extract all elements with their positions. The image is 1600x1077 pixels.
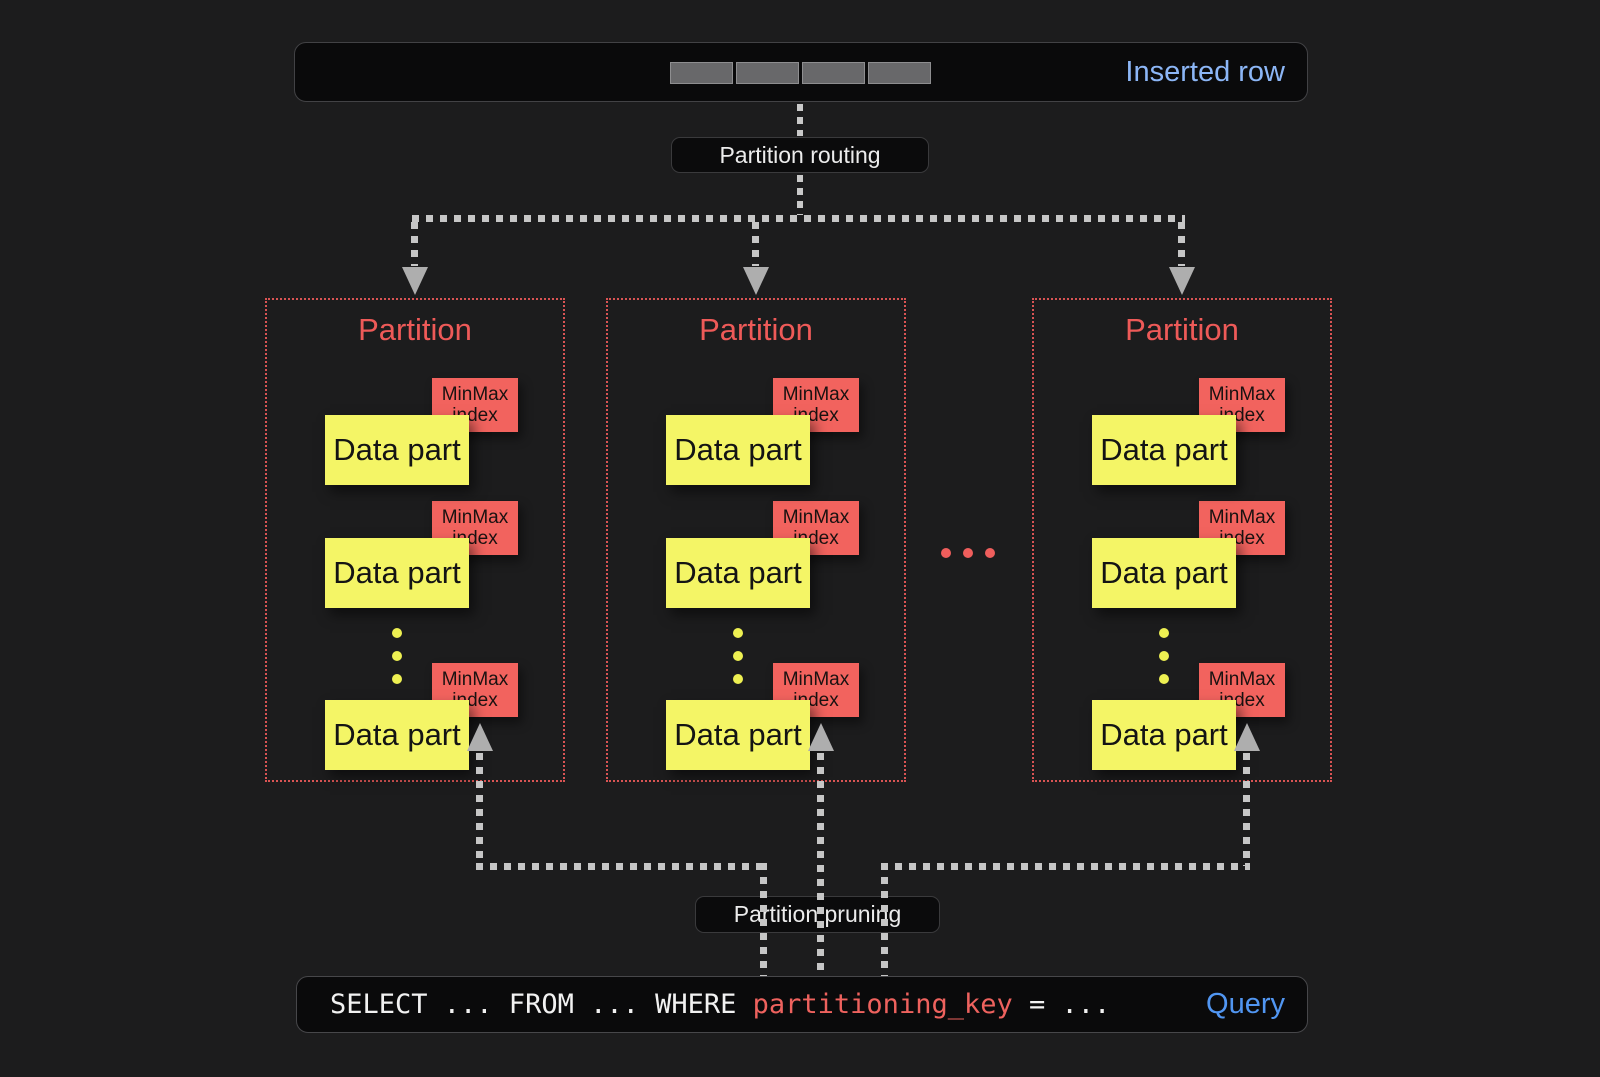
more-partitions-dot: [985, 548, 995, 558]
up-arrow-icon: [467, 723, 493, 751]
prune-line-p3-up: [1243, 753, 1250, 866]
sql-before-key: SELECT ... FROM ... WHERE: [330, 989, 753, 1020]
partition-box-3: Partition MinMax index Data part MinMax …: [1032, 298, 1332, 782]
up-arrow-icon: [808, 723, 834, 751]
up-arrow-icon: [1234, 723, 1260, 751]
inserted-row-label: Inserted row: [1125, 55, 1285, 88]
data-part-box: Data part: [1092, 700, 1236, 770]
more-partitions-dot: [963, 548, 973, 558]
down-arrow-icon: [402, 267, 428, 295]
partition-title: Partition: [699, 312, 813, 347]
branch-drop-2: [752, 222, 759, 266]
more-partitions-dot: [941, 548, 951, 558]
row-cell: [670, 62, 733, 84]
ellipsis-dot: [392, 674, 402, 684]
query-bar: SELECT ... FROM ... WHERE partitioning_k…: [296, 976, 1308, 1033]
routing-line-top: [797, 104, 803, 136]
data-part-box: Data part: [325, 415, 469, 485]
routing-line-bottom: [797, 175, 803, 215]
prune-line-right-horizontal: [881, 863, 1250, 870]
ellipsis-dot: [1159, 674, 1169, 684]
row-segments: [670, 62, 931, 84]
query-sql-text: SELECT ... FROM ... WHERE partitioning_k…: [330, 977, 1110, 1032]
partition-title: Partition: [358, 312, 472, 347]
ellipsis-dot: [1159, 651, 1169, 661]
prune-line-right-down: [881, 863, 888, 976]
ellipsis-dot: [392, 628, 402, 638]
partition-box-1: Partition MinMax index Data part MinMax …: [265, 298, 565, 782]
data-part-box: Data part: [325, 538, 469, 608]
down-arrow-icon: [743, 267, 769, 295]
data-part-box: Data part: [666, 700, 810, 770]
partition-routing-label: Partition routing: [671, 137, 929, 173]
inserted-row-bar: Inserted row: [294, 42, 1308, 102]
partition-box-2: Partition MinMax index Data part MinMax …: [606, 298, 906, 782]
prune-line-left-down: [760, 863, 767, 976]
branch-drop-1: [411, 222, 418, 266]
row-cell: [802, 62, 865, 84]
row-cell: [736, 62, 799, 84]
data-part-box: Data part: [666, 538, 810, 608]
sql-partitioning-key: partitioning_key: [752, 989, 1013, 1020]
sql-after-key: = ...: [1012, 989, 1111, 1020]
ellipsis-dot: [733, 674, 743, 684]
minmax-index-badge: MinMax index: [432, 501, 518, 555]
query-label: Query: [1206, 988, 1285, 1020]
down-arrow-icon: [1169, 267, 1195, 295]
ellipsis-dot: [392, 651, 402, 661]
partition-title: Partition: [1125, 312, 1239, 347]
ellipsis-dot: [733, 651, 743, 661]
data-part-box: Data part: [1092, 415, 1236, 485]
ellipsis-dot: [733, 628, 743, 638]
row-cell: [868, 62, 931, 84]
prune-line-p2: [817, 753, 824, 976]
prune-line-p1-up: [476, 753, 483, 866]
branch-drop-3: [1178, 222, 1185, 266]
data-part-box: Data part: [1092, 538, 1236, 608]
ellipsis-dot: [1159, 628, 1169, 638]
branch-line: [412, 215, 1185, 222]
data-part-box: Data part: [666, 415, 810, 485]
prune-line-left-horizontal: [476, 863, 767, 870]
data-part-box: Data part: [325, 700, 469, 770]
